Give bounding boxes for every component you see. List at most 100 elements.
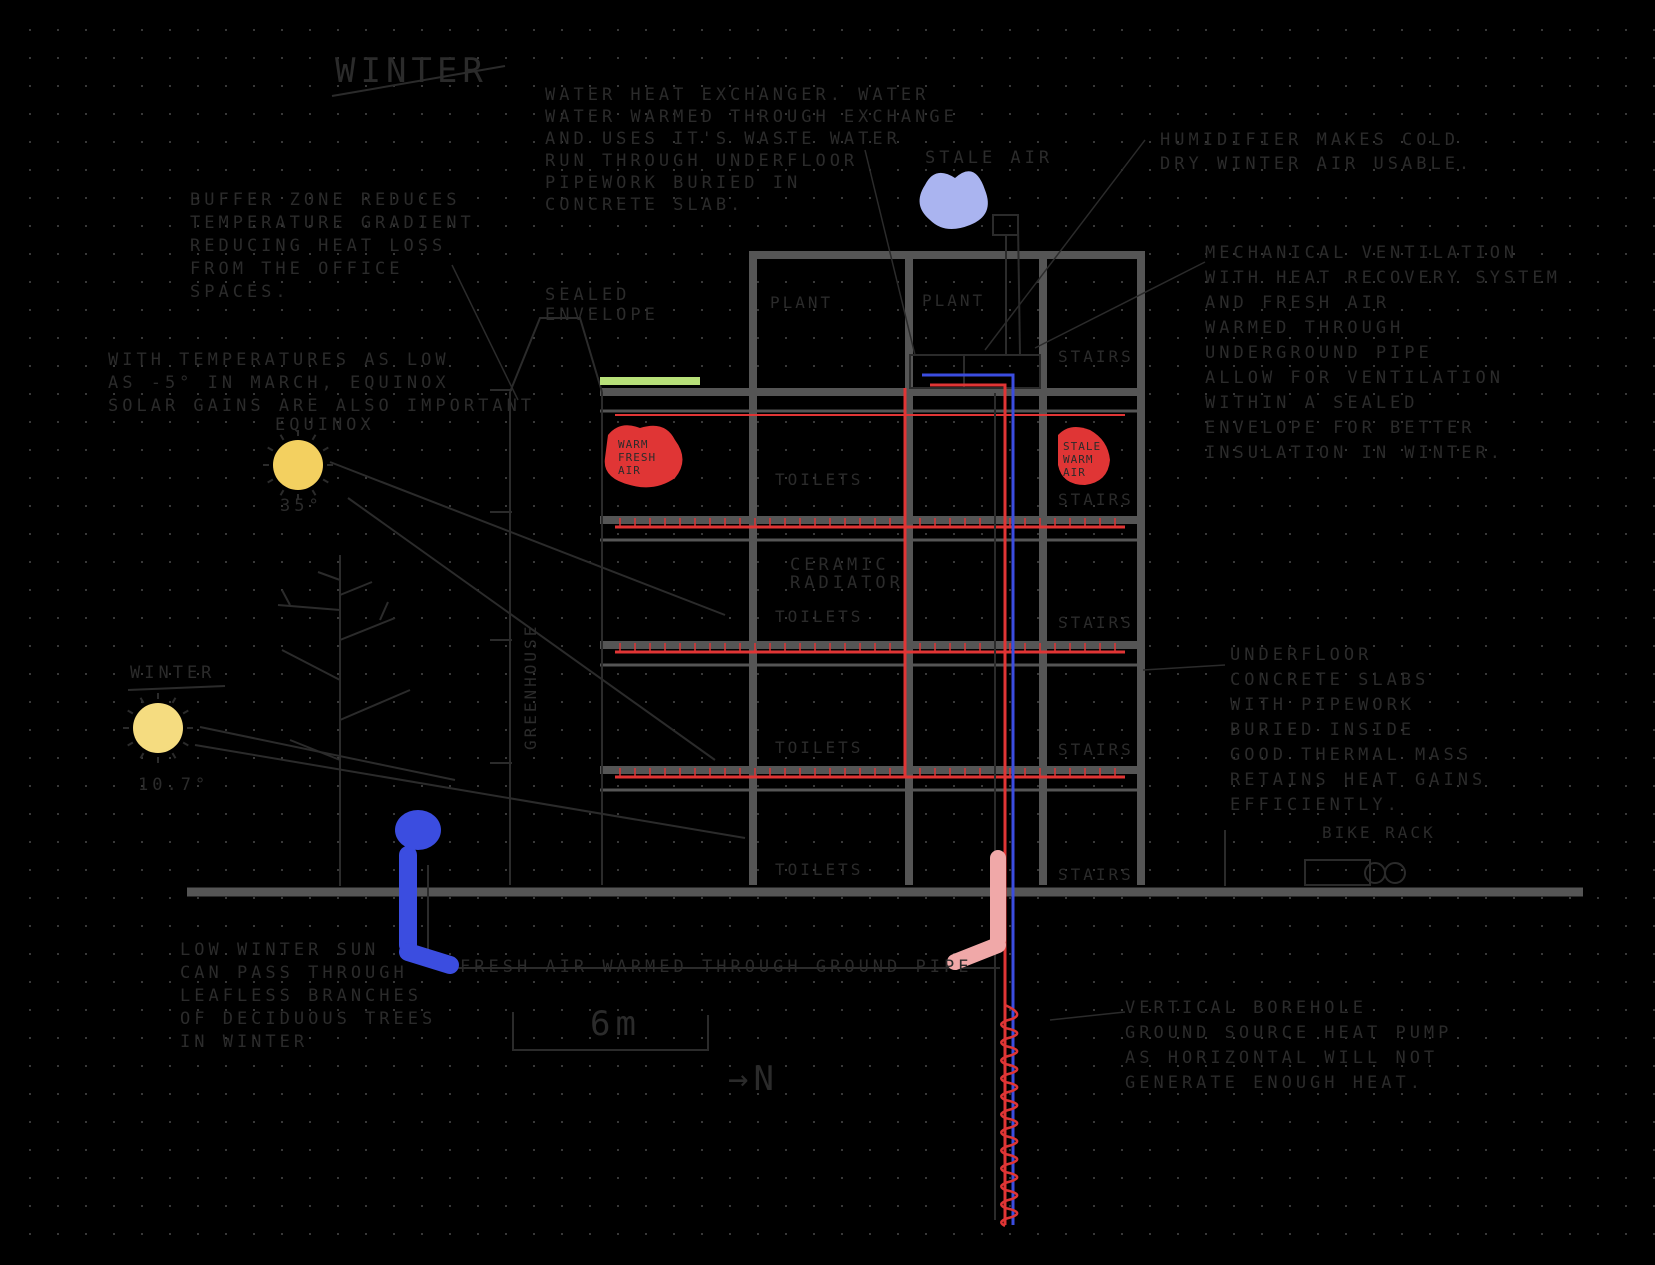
room-stairs-2: STAIRS (1058, 613, 1134, 632)
diagram-title: WINTER (335, 51, 488, 91)
borehole-note-line: AS HORIZONTAL WILL NOT (1125, 1048, 1438, 1068)
room-plant-a: PLANT (770, 293, 833, 312)
equinox-sun (263, 430, 333, 500)
humidifier-note-line: HUMIDIFIER MAKES COLD (1160, 130, 1459, 150)
bike-rack-label: BIKE RACK (1322, 823, 1436, 842)
heat-exchanger-note-line: WATER HEAT EXCHANGER. WATER (545, 85, 929, 105)
north-arrow: →N (728, 1059, 779, 1099)
underfloor-note-line: UNDERFLOOR (1230, 645, 1372, 665)
room-stairs-top: STAIRS (1058, 347, 1134, 366)
svg-text:WARM: WARM (618, 438, 649, 451)
room-stairs-3: STAIRS (1058, 490, 1134, 509)
svg-text:FRESH: FRESH (618, 451, 656, 464)
borehole-note-line: VERTICAL BOREHOLE (1125, 998, 1367, 1018)
temperature-note-line: SOLAR GAINS ARE ALSO IMPORTANT (108, 396, 535, 416)
room-toilets-3: TOILETS (775, 470, 863, 489)
mvhr-note-line: ALLOW FOR VENTILATION (1205, 368, 1504, 388)
svg-text:AIR: AIR (1063, 466, 1086, 479)
dot-grid (29, 29, 1655, 1235)
earth-tube (399, 846, 1006, 974)
ceramic-radiator-note-line: RADIATOR (790, 573, 904, 593)
winter-angle: 10.7° (138, 775, 209, 795)
slab-lines (600, 409, 1141, 792)
mvhr-note-line: ENVELOPE FOR BETTER (1205, 418, 1475, 438)
svg-text:WARM: WARM (1063, 453, 1094, 466)
buffer-zone-note-line: BUFFER ZONE REDUCES (190, 190, 460, 210)
sealed-envelope-note-line: SEALED (545, 285, 630, 305)
winter-underline (127, 685, 226, 691)
heat-exchanger-note-line: WATER WARMED THROUGH EXCHANGE (545, 107, 958, 127)
mvhr-units (909, 214, 1041, 389)
mvhr-note-line: WITHIN A SEALED (1205, 393, 1419, 413)
fresh-air-pipe-label: FRESH AIR WARMED THROUGH GROUND PIPE (460, 957, 972, 977)
mvhr-note-line: UNDERGROUND PIPE (1205, 343, 1433, 363)
buffer-zone-note-line: SPACES. (190, 282, 290, 302)
low-winter-sun-note-line: LOW WINTER SUN (180, 940, 379, 960)
low-winter-sun-note-line: IN WINTER (180, 1032, 308, 1052)
title-underline (331, 65, 506, 97)
winter-label: WINTER (130, 663, 215, 683)
room-toilets-2: TOILETS (775, 607, 863, 626)
low-winter-sun-note-line: CAN PASS THROUGH (180, 963, 408, 983)
stale-air-label: STALE AIR (925, 148, 1053, 168)
buffer-zone-note-line: REDUCING HEAT LOSS (190, 236, 446, 256)
risers (903, 373, 1015, 1225)
mvhr-note-line: MECHANICAL VENTILATION (1205, 243, 1518, 263)
stale-air-exhaust-icon (919, 171, 988, 229)
svg-text:AIR: AIR (618, 464, 641, 477)
scale-bar (512, 1012, 709, 1051)
temperature-note-line: WITH TEMPERATURES AS LOW (108, 350, 450, 370)
sealed-envelope-note-line: ENVELOPE (545, 305, 659, 325)
deciduous-tree (277, 555, 411, 886)
room-stairs-0: STAIRS (1058, 865, 1134, 884)
equinox-angle: 35° (280, 496, 323, 516)
underfloor-note-line: WITH PIPEWORK (1230, 695, 1415, 715)
borehole-note-line: GENERATE ENOUGH HEAT. (1125, 1073, 1424, 1093)
heat-exchanger-note-line: PIPEWORK BURIED IN (545, 173, 801, 193)
ceramic-radiator-note-line: CERAMIC (790, 555, 890, 575)
borehole-coil (1000, 1003, 1019, 1228)
green-roof (600, 377, 700, 385)
room-stairs-1: STAIRS (1058, 740, 1134, 759)
mvhr-note-line: AND FRESH AIR (1205, 293, 1390, 313)
greenhouse-label: GREENHOUSE (521, 624, 540, 750)
equinox-sun-icon (273, 440, 323, 490)
warm-fresh-air-icon (604, 425, 683, 488)
borehole-note-line: GROUND SOURCE HEAT PUMP (1125, 1023, 1452, 1043)
low-winter-sun-note-line: LEAFLESS BRANCHES (180, 986, 422, 1006)
underfloor-note-line: EFFICIENTLY. (1230, 795, 1401, 815)
bike-rack-icon (1224, 830, 1406, 886)
leader-lines (451, 139, 1226, 1021)
fresh-air-intake-icon (395, 810, 441, 850)
winter-sun (123, 693, 193, 763)
underfloor-pipes (615, 414, 1125, 779)
buffer-zone-note-line: FROM THE OFFICE (190, 259, 404, 279)
room-toilets-0: TOILETS (775, 860, 863, 879)
heat-exchanger-note-line: RUN THROUGH UNDERFLOOR (545, 151, 858, 171)
heat-exchanger-note-line: AND USES IT'S WASTE WATER (545, 129, 901, 149)
warm-air-labels: WARM FRESH AIR STALE WARM AIR (618, 438, 1101, 479)
underfloor-note-line: RETAINS HEAT GAINS (1230, 770, 1486, 790)
svg-text:STALE: STALE (1063, 440, 1101, 453)
annotation-notes: BUFFER ZONE REDUCES TEMPERATURE GRADIENT R… (108, 85, 1561, 1093)
heat-exchanger-note-line: CONCRETE SLAB. (545, 195, 744, 215)
mvhr-note-line: WARMED THROUGH (1205, 318, 1404, 338)
underfloor-note-line: CONCRETE SLABS (1230, 670, 1429, 690)
underfloor-note-line: BURIED INSIDE (1230, 720, 1415, 740)
low-winter-sun-note-line: OF DECIDUOUS TREES (180, 1009, 436, 1029)
underfloor-note-line: GOOD THERMAL MASS (1230, 745, 1472, 765)
greenhouse (490, 317, 603, 885)
winter-sun-icon (133, 703, 183, 753)
equinox-label: EQUINOX (275, 415, 375, 435)
temperature-note-line: AS -5° IN MARCH, EQUINOX (108, 373, 450, 393)
scale-label: 6m (590, 1004, 641, 1044)
humidifier-note-line: DRY WINTER AIR USABLE. (1160, 154, 1473, 174)
mvhr-note-line: WITH HEAT RECOVERY SYSTEM (1205, 268, 1561, 288)
sun-ray-lines (194, 461, 746, 839)
buffer-zone-note-line: TEMPERATURE GRADIENT (190, 213, 475, 233)
room-toilets-1: TOILETS (775, 738, 863, 757)
mvhr-note-line: INSULATION IN WINTER. (1205, 443, 1504, 463)
stale-warm-air-icon (1058, 426, 1110, 485)
